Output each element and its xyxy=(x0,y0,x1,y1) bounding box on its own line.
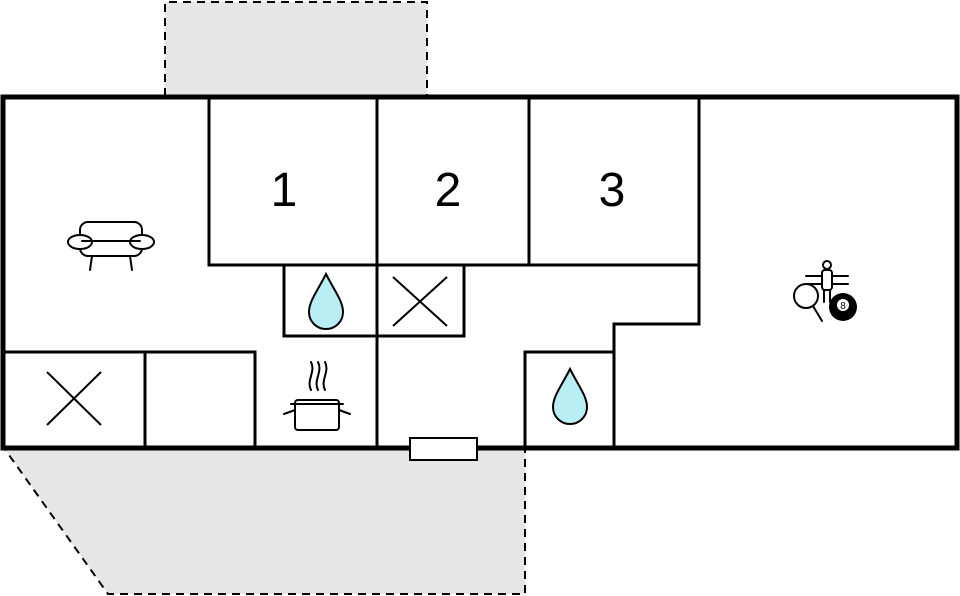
entrance-door xyxy=(409,437,478,461)
billiard-ball-number: 8 xyxy=(840,301,846,312)
terrace-bottom xyxy=(2,447,526,595)
room-number-2: 2 xyxy=(435,164,462,217)
foosball-icon xyxy=(805,260,849,303)
room-number-3: 3 xyxy=(599,164,626,217)
table-tennis-icon xyxy=(793,283,823,322)
outer-wall xyxy=(0,94,960,451)
cooking-pot-icon xyxy=(283,361,351,431)
activity-room-walls xyxy=(612,95,701,450)
cross-icon xyxy=(46,371,102,426)
terrace-top xyxy=(164,1,428,96)
sofa-icon xyxy=(67,221,155,271)
cross-icon xyxy=(392,276,448,327)
toilet-small xyxy=(375,263,466,338)
utility-rooms-walls xyxy=(1,350,257,450)
billiard-ball-icon: 8 xyxy=(829,293,857,321)
bathroom-2-walls xyxy=(523,350,616,450)
room-number-1: 1 xyxy=(271,164,298,217)
water-drop-icon xyxy=(551,366,589,426)
water-drop-icon xyxy=(307,271,345,331)
